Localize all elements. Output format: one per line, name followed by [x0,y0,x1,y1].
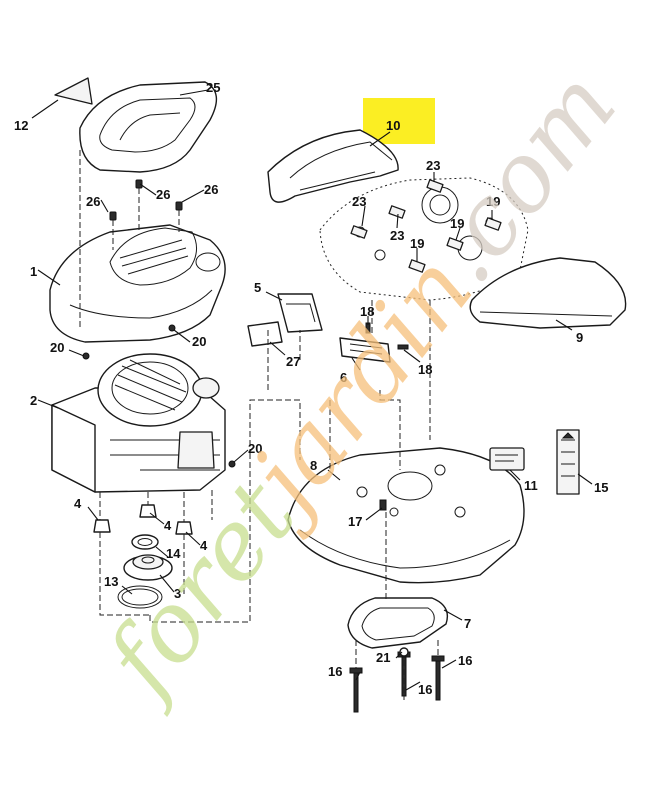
part-20-screws [82,324,236,468]
callout-18a: 18 [360,304,374,319]
callout-16c: 16 [458,653,472,668]
part-14-gasket [131,534,159,550]
callout-20b: 20 [192,334,206,349]
callout-27: 27 [286,354,300,369]
part-8-deck [287,447,525,584]
callout-1: 1 [30,264,37,279]
part-27-label [247,321,283,347]
callout-4b: 4 [164,518,172,533]
callout-12: 12 [14,118,28,133]
callout-16a: 16 [328,664,342,679]
callout-16b: 16 [418,682,432,697]
callout-9: 9 [576,330,583,345]
part-23-clips [350,179,444,239]
leader-lines [31,89,593,691]
part-19-clips [408,217,502,273]
part-10-hood [267,129,399,203]
callout-3: 3 [174,586,181,601]
callout-19c: 19 [486,194,500,209]
callout-7: 7 [464,616,471,631]
callout-8: 8 [310,458,317,473]
callout-6: 6 [340,370,347,385]
part-17-screw [379,499,387,511]
callout-25: 25 [206,80,220,95]
callout-20a: 20 [50,340,64,355]
callout-17: 17 [348,514,362,529]
callout-26c: 26 [204,182,218,197]
callout-23a: 23 [426,158,440,173]
callout-5: 5 [254,280,261,295]
part-2-engine [51,353,226,493]
part-7-plate [347,597,449,649]
highlight-box-part-10 [363,98,435,144]
callout-26b: 26 [156,187,170,202]
part-1-engine-cover [49,224,226,343]
callout-21: 21 [376,650,390,665]
callout-14: 14 [166,546,181,561]
part-4-feet [93,504,193,535]
callout-23b: 23 [352,194,366,209]
callout-23c: 23 [390,228,404,243]
part-6-lever [339,337,391,363]
callout-26a: 26 [86,194,100,209]
callout-19a: 19 [410,236,424,251]
callout-15: 15 [594,480,608,495]
part-13-ring [117,585,163,609]
callout-13: 13 [104,574,118,589]
callout-4a: 4 [74,496,82,511]
callout-20c: 20 [248,441,262,456]
callout-2: 2 [30,393,37,408]
callout-4c: 4 [200,538,208,553]
part-21-washer [399,647,409,657]
part-18-screws [365,322,409,350]
callout-10: 10 [386,118,400,133]
callout-11: 11 [524,478,538,493]
part-5-holder [277,293,323,333]
callouts: 1 2 3 4 4 4 5 6 7 8 9 10 11 12 13 14 15 … [14,80,608,697]
part-26-bolts [109,179,183,221]
part-3-flange [123,554,173,581]
part-11-sticker [489,447,525,471]
part-12-cap [54,77,93,105]
assembly-lines [79,150,439,700]
callout-19b: 19 [450,216,464,231]
callout-18b: 18 [418,362,432,377]
part-9-rear-hood [469,257,627,329]
part-25-upper-shroud [79,81,218,173]
part-15-warning-sticker [556,429,580,495]
